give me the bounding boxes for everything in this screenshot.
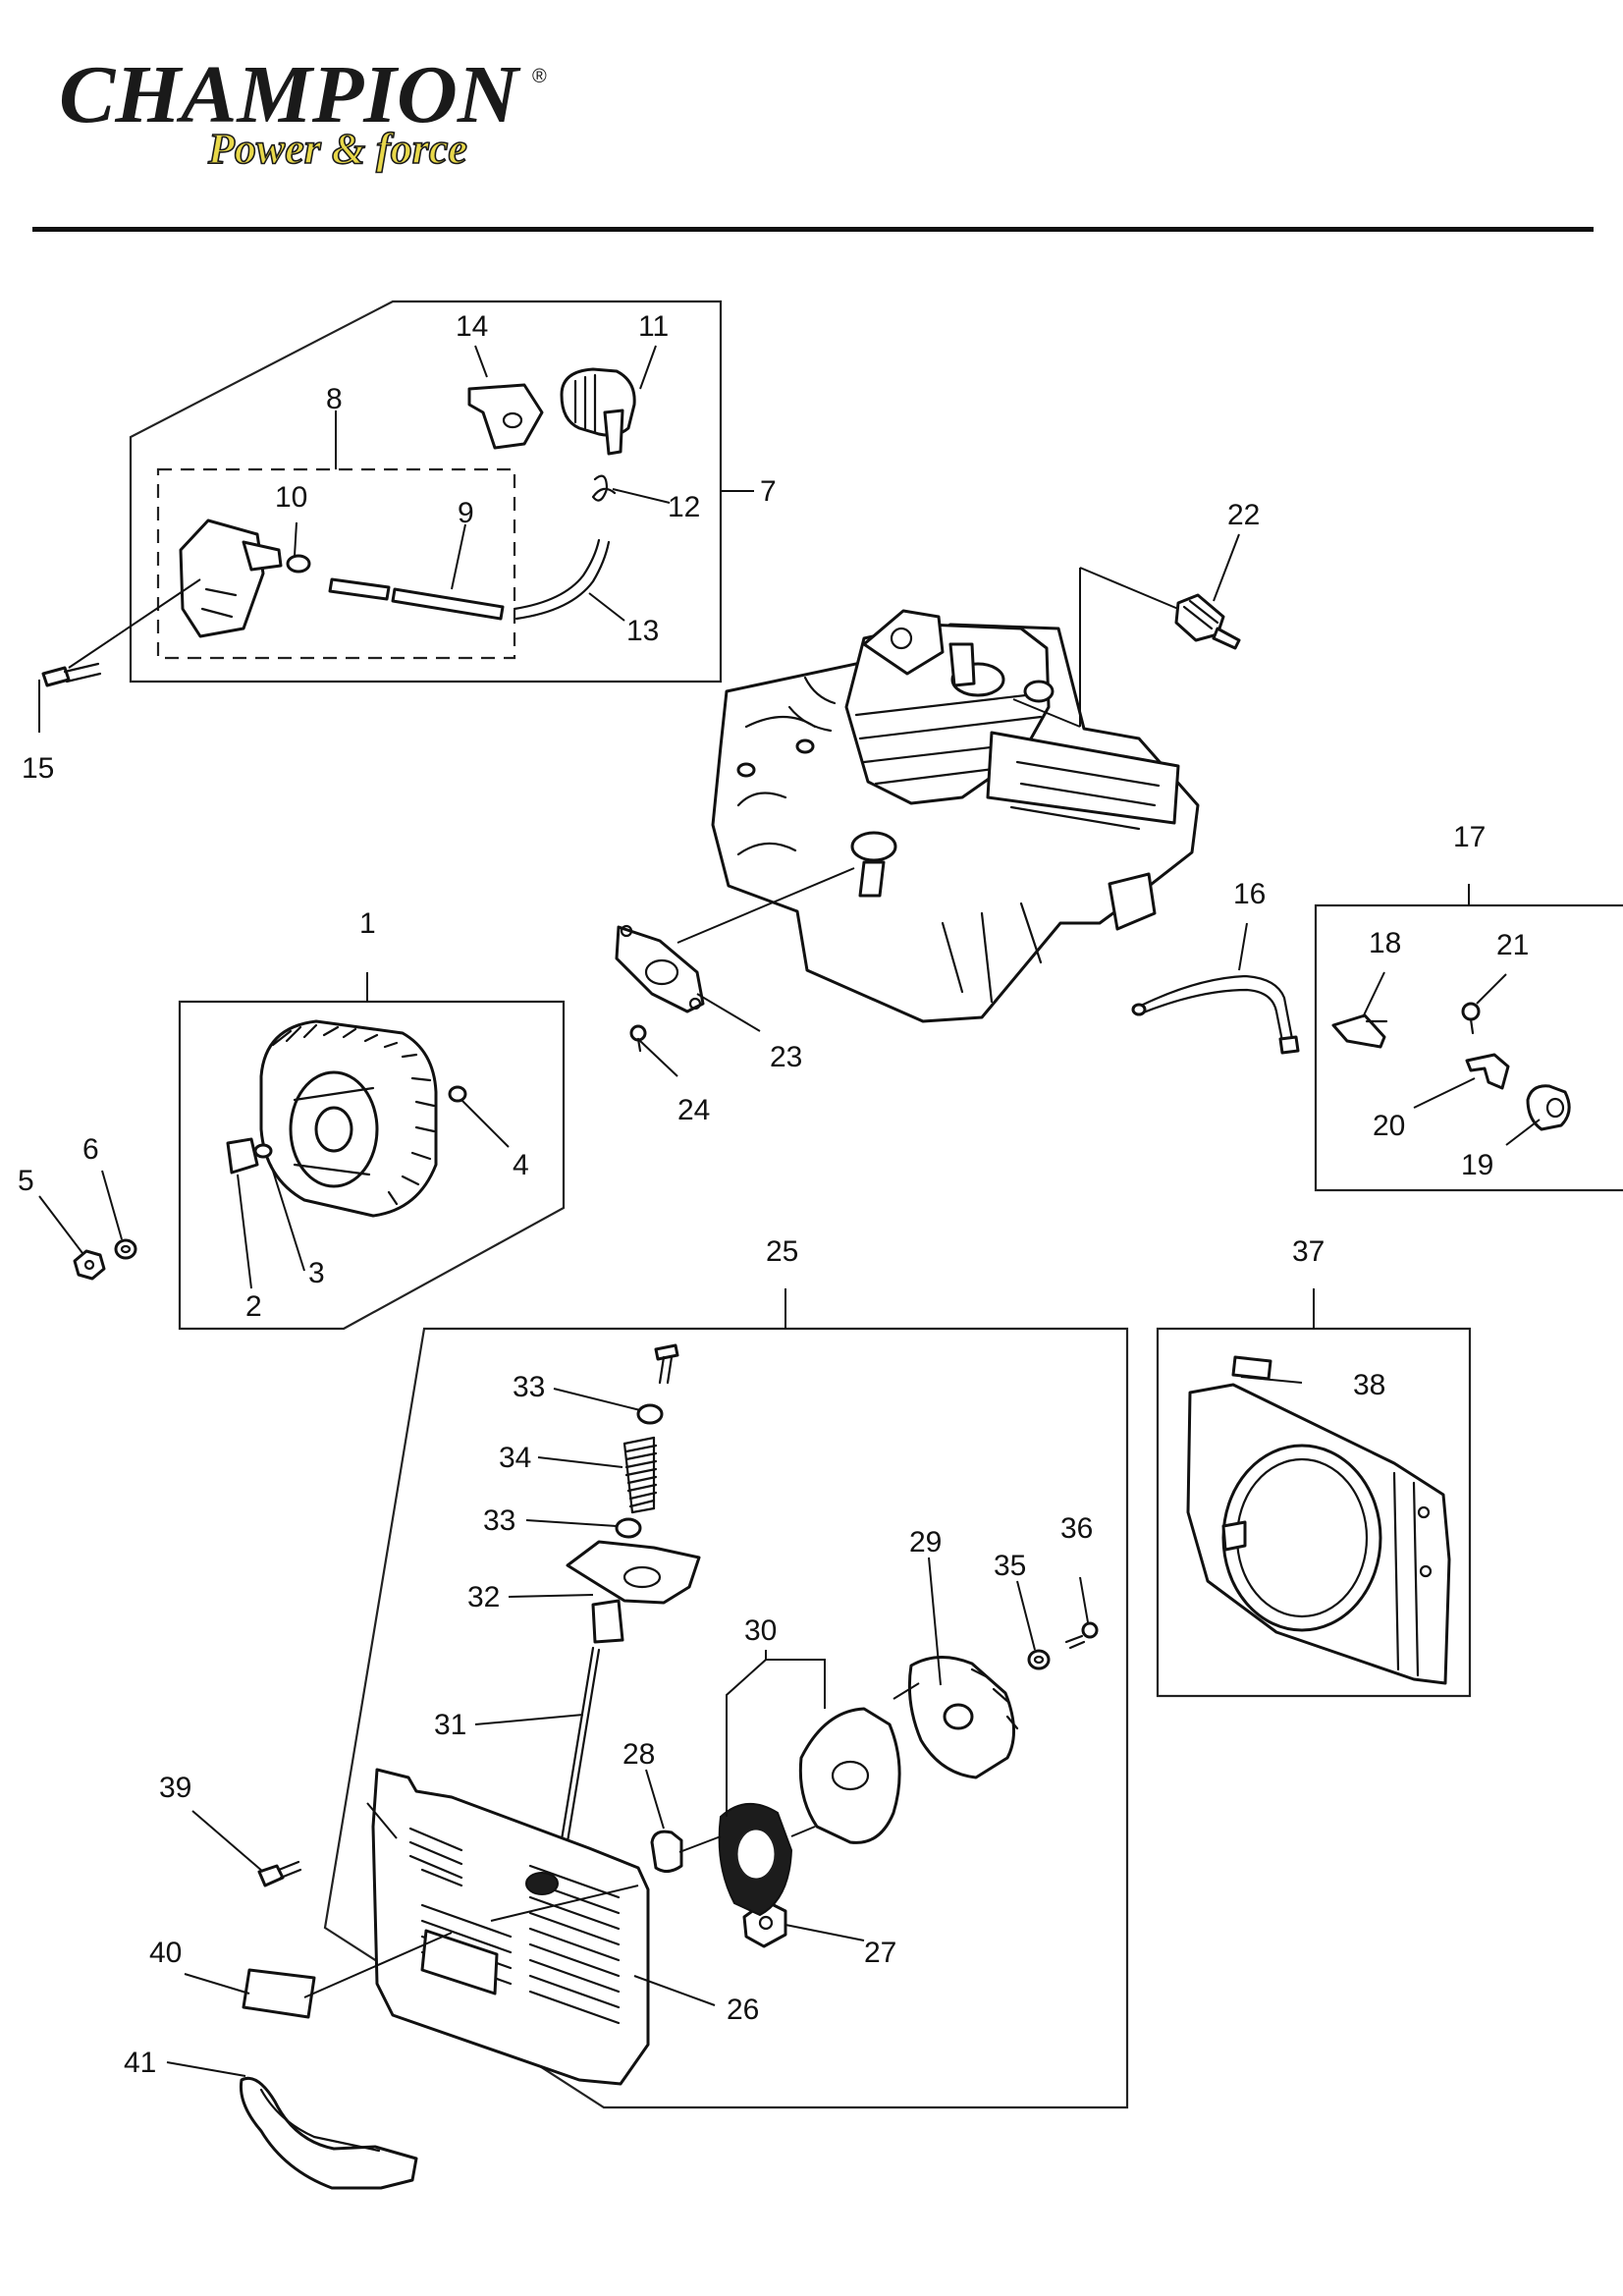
- callout-21: 21: [1496, 929, 1529, 961]
- frame-group-17: [1314, 903, 1623, 1192]
- callout-30: 30: [744, 1614, 777, 1647]
- part-1-flywheel: [259, 1019, 438, 1218]
- part-14-bracket: [467, 383, 544, 450]
- part-38-label: [1231, 1355, 1272, 1381]
- part-30-spring-assembly: [718, 1707, 901, 1917]
- callout-17: 17: [1453, 821, 1486, 853]
- callout-7: 7: [760, 475, 777, 508]
- callout-8: 8: [326, 383, 343, 415]
- part-12-spring: [591, 474, 617, 502]
- part-2-pawl: [226, 1137, 259, 1175]
- callout-16: 16: [1233, 878, 1266, 910]
- part-4-washer: [448, 1085, 467, 1103]
- callout-20: 20: [1373, 1110, 1405, 1142]
- part-13-hose: [513, 538, 611, 621]
- header-rule: [32, 227, 1594, 232]
- callout-29: 29: [909, 1526, 942, 1558]
- leader-lines: [38, 345, 1541, 2077]
- callout-2: 2: [245, 1290, 262, 1323]
- part-33-bushing-upper: [636, 1403, 664, 1425]
- part-22-spark-plug: [1174, 593, 1241, 650]
- part-20-clip: [1465, 1053, 1510, 1090]
- champion-logo: CHAMPION ® Power & force: [59, 49, 547, 174]
- brand-tagline: Power & force: [207, 125, 467, 173]
- callout-11: 11: [638, 310, 669, 343]
- part-39-screw: [257, 1860, 302, 1887]
- engine-block: [711, 609, 1200, 1023]
- frame-group-7: [129, 300, 723, 683]
- callout-15: 15: [22, 752, 54, 785]
- part-19-grommet: [1526, 1084, 1571, 1131]
- part-10-oil-pickup: [179, 519, 311, 638]
- part-37-shroud: [1186, 1383, 1451, 1685]
- part-29-pulley: [907, 1655, 1019, 1779]
- callout-25: 25: [766, 1235, 798, 1268]
- callout-32: 32: [467, 1581, 500, 1613]
- callouts: 14 11 8 7 12 10 9 13 15 22 23 24 16 17 1…: [18, 310, 1529, 2079]
- callout-35: 35: [994, 1550, 1026, 1582]
- callout-1: 1: [359, 907, 376, 940]
- callout-28: 28: [622, 1738, 655, 1771]
- callout-31: 31: [434, 1709, 466, 1741]
- part-24-screw: [629, 1024, 647, 1053]
- callout-26: 26: [727, 1994, 759, 2026]
- part-6-washer: [114, 1238, 137, 1260]
- part-15-screw: [41, 662, 102, 687]
- callout-33-upper: 33: [513, 1371, 545, 1403]
- frame-group-25: [323, 1327, 1129, 2109]
- callout-3: 3: [308, 1257, 325, 1289]
- callout-34: 34: [499, 1442, 531, 1474]
- callout-24: 24: [677, 1094, 710, 1126]
- part-16-wire: [1131, 974, 1300, 1055]
- part-23-gasket: [615, 924, 705, 1013]
- callout-39: 39: [159, 1772, 191, 1804]
- callout-13: 13: [626, 615, 659, 647]
- part-18-switch: [1331, 1013, 1388, 1049]
- callout-4: 4: [513, 1149, 529, 1181]
- brand-name: CHAMPION: [59, 49, 521, 140]
- part-3-spring-clip: [253, 1143, 273, 1159]
- part-28-bushing: [650, 1830, 683, 1873]
- registered-mark: ®: [532, 66, 547, 87]
- part-starter-screw-top: [654, 1343, 679, 1385]
- callout-41: 41: [124, 2047, 156, 2079]
- part-11-oil-pump: [560, 367, 636, 456]
- part-26-starter-housing: [371, 1768, 650, 2086]
- callout-10: 10: [275, 481, 307, 514]
- callout-22: 22: [1227, 499, 1260, 531]
- frame-group-1: [178, 1000, 566, 1331]
- callout-38: 38: [1353, 1369, 1385, 1401]
- part-34-spring: [622, 1436, 658, 1514]
- part-41-gasket: [239, 2076, 418, 2190]
- part-21-screw: [1461, 1002, 1481, 1035]
- callout-12: 12: [668, 491, 700, 523]
- callout-37: 37: [1292, 1235, 1325, 1268]
- callout-19: 19: [1461, 1149, 1493, 1181]
- callout-9: 9: [458, 497, 474, 529]
- part-35-washer: [1027, 1649, 1051, 1670]
- part-36-screw: [1064, 1621, 1099, 1650]
- part-5-nut: [73, 1249, 106, 1281]
- callout-18: 18: [1369, 927, 1401, 959]
- part-32-handle: [566, 1540, 701, 1644]
- callout-23: 23: [770, 1041, 802, 1073]
- callout-33-lower: 33: [483, 1504, 515, 1537]
- callout-6: 6: [82, 1133, 99, 1166]
- part-40-label: [242, 1968, 316, 2019]
- part-33-bushing-lower: [615, 1517, 642, 1539]
- callout-40: 40: [149, 1937, 182, 1969]
- frame-group-8: [156, 467, 516, 660]
- callout-14: 14: [456, 310, 488, 343]
- callout-36: 36: [1060, 1512, 1093, 1545]
- callout-27: 27: [864, 1937, 896, 1969]
- part-9-oil-hose: [328, 577, 505, 621]
- callout-5: 5: [18, 1165, 34, 1197]
